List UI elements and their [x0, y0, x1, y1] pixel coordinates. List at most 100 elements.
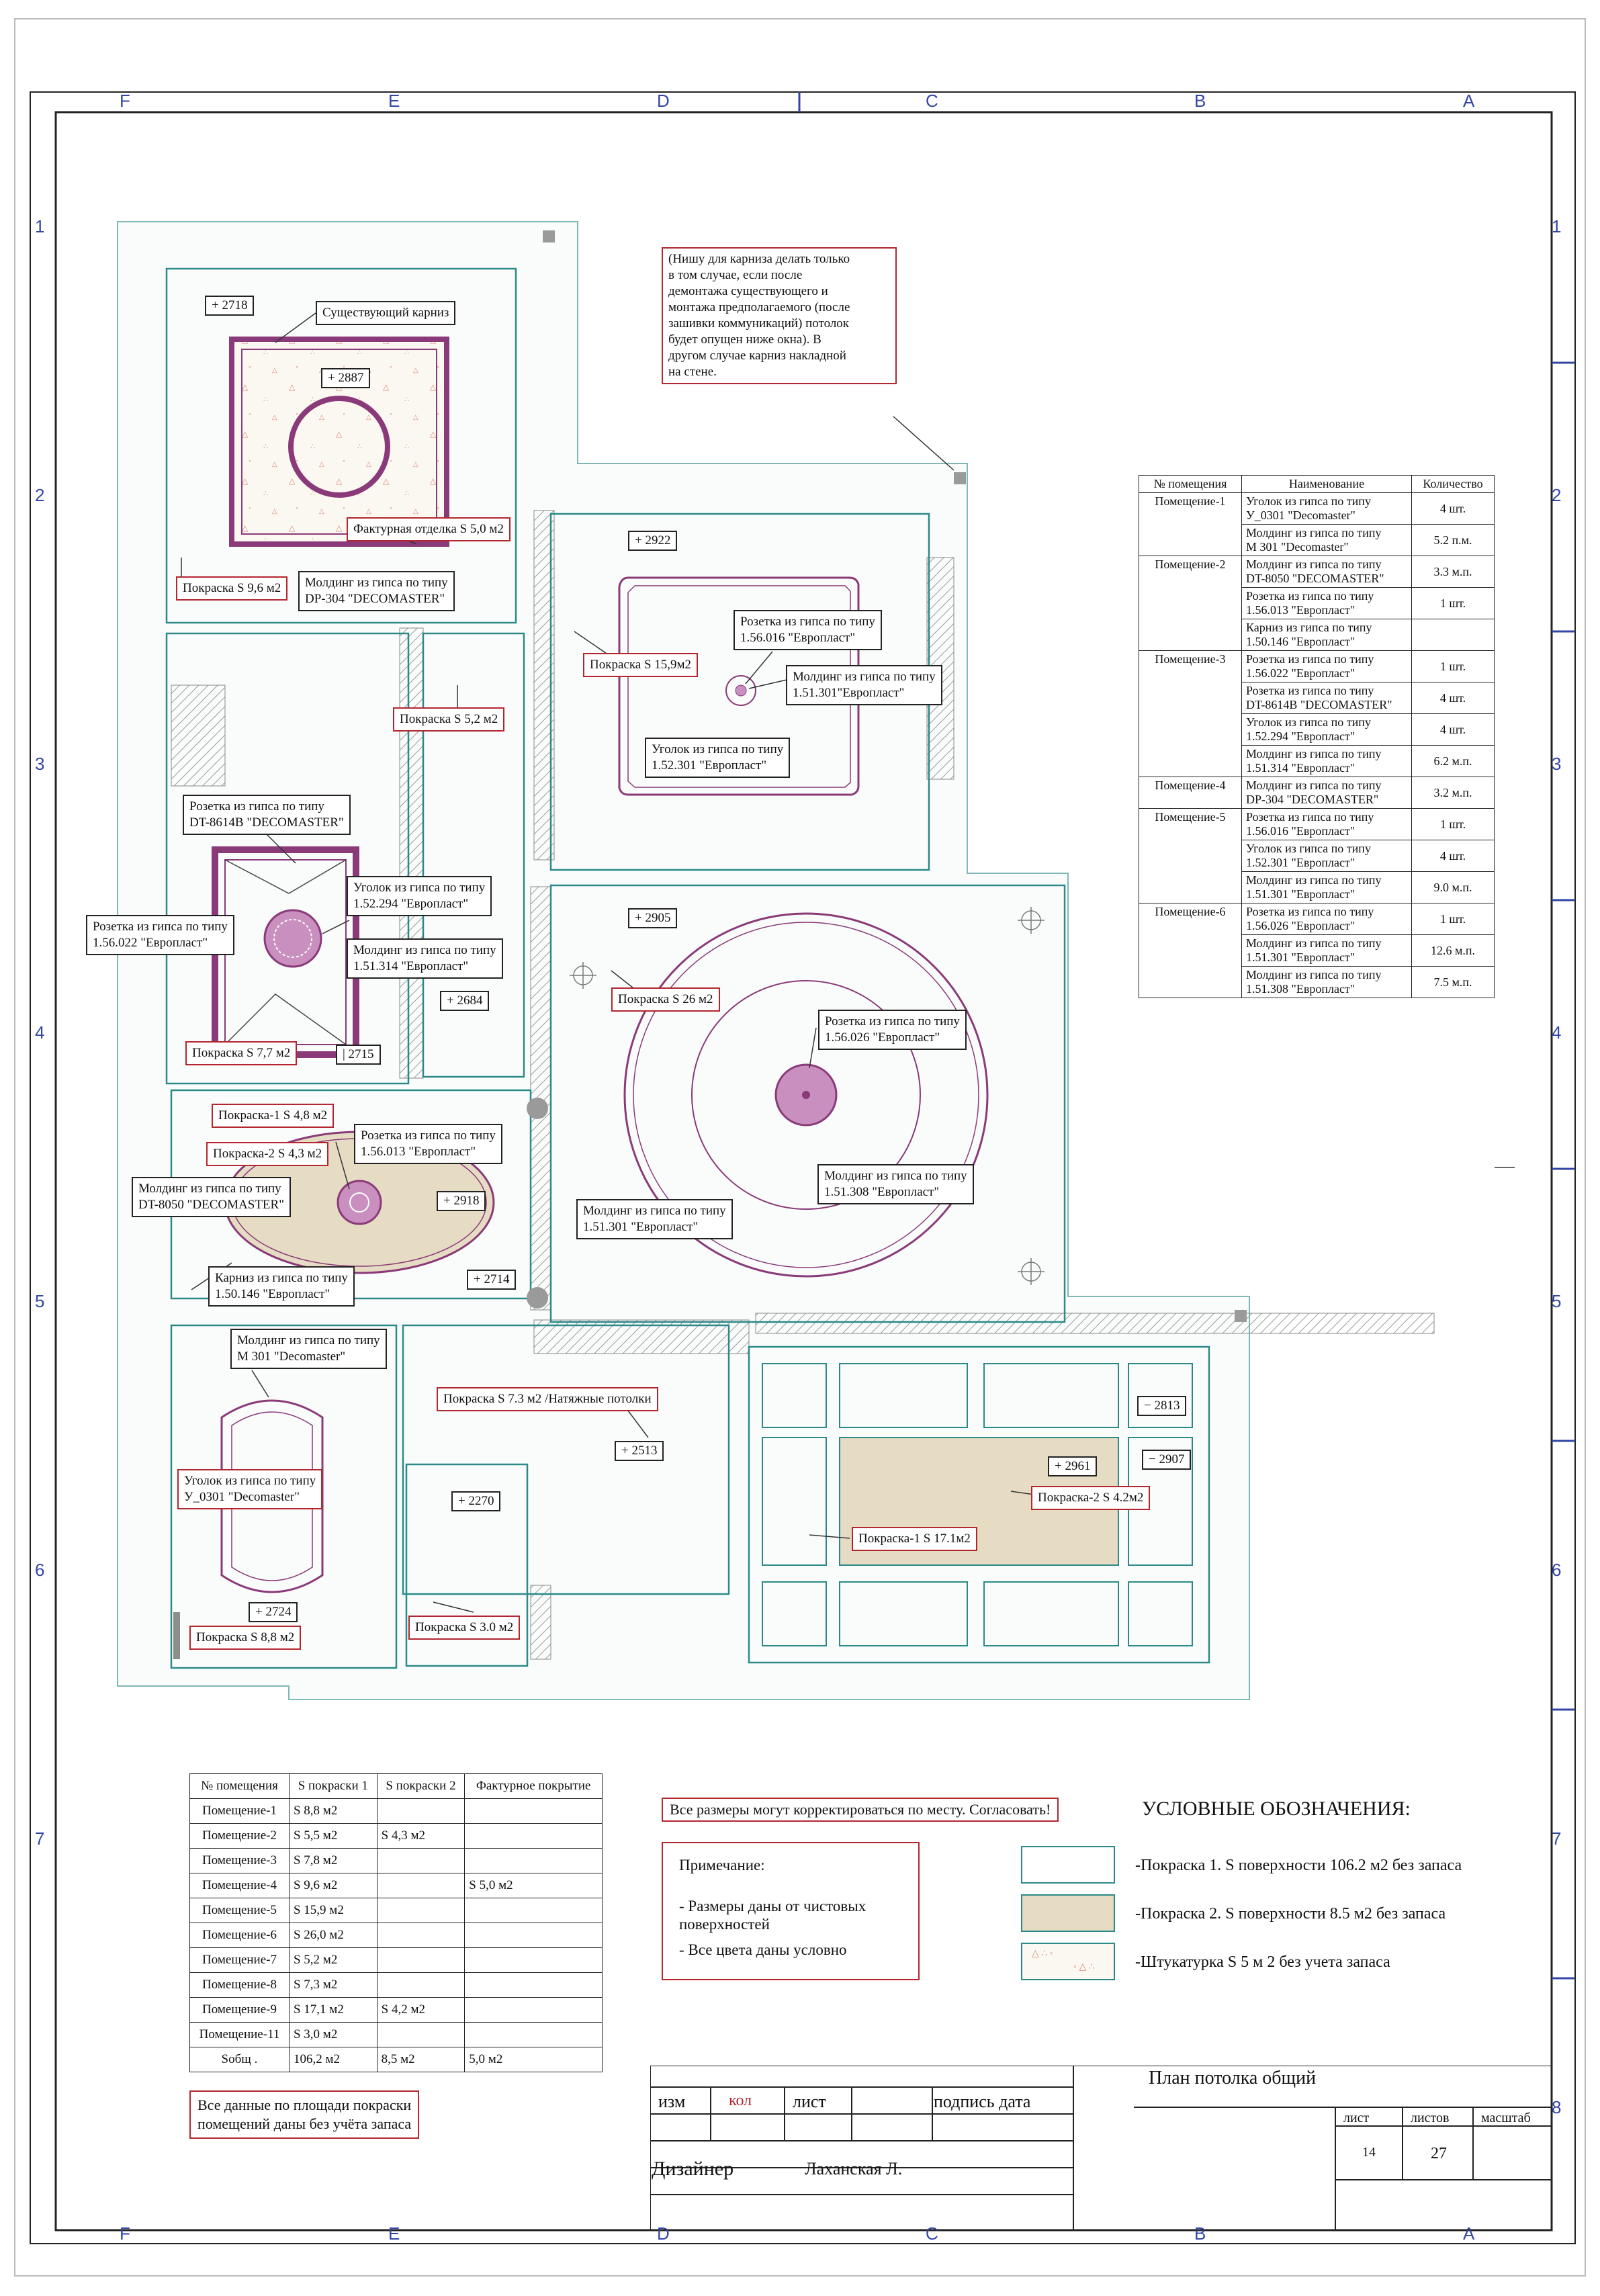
label-molding-51301-a: Молдинг из гипса по типу 1.51.301"Европл… [786, 665, 942, 705]
item-qty-cell [1411, 619, 1495, 651]
label-rosette-56016: Розетка из гипса по типу 1.56.016 "Европ… [734, 610, 882, 650]
item-qty-cell: 4 шт. [1411, 713, 1495, 746]
label-cornice-50146: Карниз из гипса по типу 1.50.146 "Европл… [208, 1266, 355, 1307]
room-cell: Помещение-5 [1139, 808, 1242, 903]
room-cell: Помещение-2 [1139, 556, 1242, 651]
title-block-list: лист [793, 2092, 826, 2111]
paint-cell [376, 1923, 465, 1948]
title-block-signature-date: подпись дата [934, 2092, 1031, 2111]
paint-cell: Помещение-4 [189, 1873, 290, 1898]
title-block-sheet-number: 14 [1362, 2145, 1376, 2160]
mark-2887: + 2887 [321, 368, 371, 388]
mark-2718: + 2718 [205, 296, 255, 316]
note-all-data: Все данные по площади покраски помещений… [189, 2090, 420, 2139]
paint-cell: S 7,3 м2 [288, 1972, 377, 1998]
axis-letter-a: A [1463, 91, 1475, 111]
item-name-cell: Розетка из гипса по типу 1.56.013 "Европ… [1241, 587, 1412, 619]
table-row: Карниз из гипса по типу 1.50.146 "Европл… [1139, 619, 1495, 651]
label-corner-52301: Уголок из гипса по типу 1.52.301 "Европл… [645, 738, 791, 778]
axis-number-4: 4 [35, 1022, 45, 1043]
axis-number-2-right: 2 [1552, 485, 1562, 505]
axis-letter-e: E [388, 91, 400, 111]
label-rosette-56013: Розетка из гипса по типу 1.56.013 "Европ… [354, 1124, 502, 1164]
axis-letter-d: D [657, 91, 670, 111]
paint-cell [464, 1947, 603, 1973]
paint-cell [464, 1997, 603, 2023]
legend-text-paint2: -Покраска 2. S поверхности 8.5 м2 без за… [1135, 1905, 1446, 1923]
paint-cell: 5,0 м2 [464, 2047, 603, 2072]
item-qty-cell: 1 шт. [1411, 587, 1495, 619]
label-existing-cornice: Существующий карниз [316, 301, 456, 325]
label-molding-dp304: Молдинг из гипса по типу DP-304 "DECOMAS… [298, 571, 455, 611]
axis-number-4-right: 4 [1552, 1022, 1562, 1043]
label-corner-52294: Уголок из гипса по типу 1.52.294 "Европл… [347, 876, 492, 916]
label-rosette-56026: Розетка из гипса по типу 1.56.026 "Европ… [818, 1010, 967, 1050]
paint-cell [464, 2022, 603, 2047]
legend-text-plaster: -Штукатурка S 5 м 2 без учета запаса [1135, 1953, 1390, 1971]
label-paint-8-8: Покраска S 8,8 м2 [189, 1626, 302, 1650]
label-paint-5-2: Покраска S 5,2 м2 [393, 707, 505, 732]
item-qty-cell: 4 шт. [1411, 492, 1495, 525]
paint-cell [464, 1972, 603, 1998]
title-block-kol: кол [729, 2092, 752, 2109]
axis-number-6-right: 6 [1552, 1560, 1562, 1580]
axis-number-1-right: 1 [1552, 216, 1562, 236]
item-qty-cell: 1 шт. [1411, 903, 1495, 935]
axis-letter-c-bottom: C [926, 2223, 938, 2244]
label-paint-9-6: Покраска S 9,6 м2 [176, 576, 288, 601]
niche-note: (Нишу для карниза делать только в том сл… [662, 247, 897, 384]
item-name-cell: Уголок из гипса по типу У_0301 "Decomast… [1241, 492, 1412, 525]
axis-number-8-right: 8 [1552, 2097, 1562, 2117]
axis-letter-e-bottom: E [388, 2223, 400, 2244]
paint-cell: S 4,3 м2 [376, 1823, 465, 1849]
label-paint1-4-8: Покраска-1 S 4,8 м2 [212, 1104, 335, 1128]
axis-number-1: 1 [35, 216, 45, 236]
title-block-grid [650, 2066, 1552, 2230]
item-name-cell: Розетка из гипса по типу DT-8614B "DECOM… [1241, 682, 1412, 714]
mark-2513: + 2513 [615, 1441, 664, 1461]
remark-title: Примечание: [679, 1857, 765, 1873]
label-rosette-dt8614b: Розетка из гипса по типу DT-8614B "DECOM… [183, 795, 351, 835]
table-row: Розетка из гипса по типу DT-8614B "DECOM… [1139, 682, 1495, 714]
table-row: Молдинг из гипса по типу 1.51.308 "Европ… [1139, 966, 1495, 998]
label-corner-y0301: Уголок из гипса по типу У_0301 "Decomast… [177, 1469, 323, 1509]
paint-cell: S 17,1 м2 [288, 1997, 377, 2023]
label-molding-51308: Молдинг из гипса по типу 1.51.308 "Европ… [817, 1164, 974, 1204]
label-molding-51301-b: Молдинг из гипса по типу 1.51.301 "Европ… [576, 1199, 733, 1239]
item-qty-cell: 5.2 п.м. [1411, 524, 1495, 556]
table-row: Молдинг из гипса по типу 1.51.301 "Европ… [1139, 871, 1495, 903]
axis-letter-d-bottom: D [657, 2223, 670, 2244]
item-name-cell: Розетка из гипса по типу 1.56.016 "Европ… [1241, 808, 1412, 840]
label-paint-26: Покраска S 26 м2 [611, 987, 720, 1012]
item-name-cell: Розетка из гипса по типу 1.56.026 "Европ… [1241, 903, 1412, 935]
mark-2714: + 2714 [467, 1270, 517, 1290]
paint-header-cell: № помещения [189, 1773, 290, 1799]
label-paint-7-7: Покраска S 7,7 м2 [185, 1041, 298, 1065]
paint-cell: 106,2 м2 [288, 2047, 377, 2072]
item-name-cell: Молдинг из гипса по типу 1.51.308 "Европ… [1241, 966, 1412, 998]
paint-cell: S 5,2 м2 [288, 1947, 377, 1973]
paint-cell: S 3,0 м2 [288, 2022, 377, 2047]
mark-2813: − 2813 [1137, 1396, 1187, 1416]
paint-cell: Помещение-9 [189, 1997, 290, 2023]
paint-cell: S 26,0 м2 [288, 1923, 377, 1948]
item-qty-cell: 12.6 м.п. [1411, 934, 1495, 967]
paint-cell [376, 1947, 465, 1973]
item-qty-cell: 9.0 м.п. [1411, 871, 1495, 903]
axis-number-5: 5 [35, 1291, 45, 1311]
item-name-cell: Молдинг из гипса по типу DP-304 "DECOMAS… [1241, 777, 1412, 809]
paint-cell [464, 1848, 603, 1873]
label-paint-7-3: Покраска S 7.3 м2 /Натяжные потолки [437, 1387, 658, 1411]
label-paint-3-0: Покраска S 3.0 м2 [408, 1616, 521, 1640]
paint-cell: S 15,9 м2 [288, 1898, 377, 1923]
axis-number-5-right: 5 [1552, 1291, 1562, 1311]
axis-number-7: 7 [35, 1828, 45, 1849]
paint-cell: Помещение-1 [189, 1798, 290, 1824]
